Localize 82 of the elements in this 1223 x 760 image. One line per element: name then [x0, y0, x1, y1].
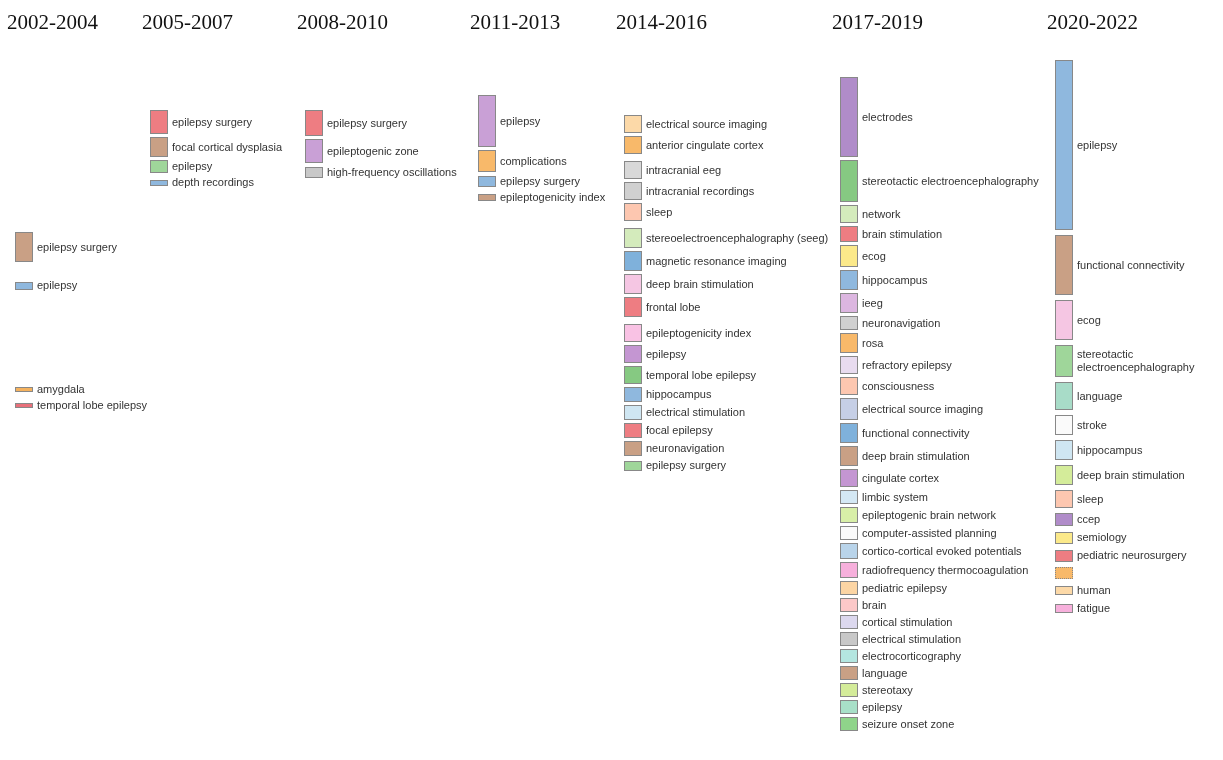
period-heading: 2011-2013	[470, 10, 561, 35]
keyword-label: stereoelectroencephalography (seeg)	[646, 231, 829, 245]
keyword-label: functional connectivity	[1077, 258, 1185, 272]
keyword-label: anterior cingulate cortex	[646, 138, 764, 152]
keyword-label: brain stimulation	[862, 227, 943, 241]
keyword-label: sleep	[646, 205, 673, 219]
keyword-label: cortico-cortical evoked potentials	[862, 544, 1022, 558]
period-heading: 2017-2019	[832, 10, 923, 35]
keyword-label: epilepsy	[1077, 138, 1118, 152]
keyword-label: computer-assisted planning	[862, 526, 997, 540]
keyword-label: language	[1077, 389, 1123, 403]
keyword-label: deep brain stimulation	[1077, 468, 1185, 482]
keyword-label: stereotactic electroencephalography	[1077, 348, 1196, 374]
keyword-label: temporal lobe epilepsy	[646, 368, 757, 382]
keyword-label: radiofrequency thermocoagulation	[862, 563, 1029, 577]
keyword-label: epilepsy	[646, 347, 687, 361]
keyword-label: hippocampus	[646, 388, 712, 401]
keyword-label: neuronavigation	[646, 442, 725, 455]
period-heading: 2008-2010	[297, 10, 388, 35]
keyword-label: temporal lobe epilepsy	[37, 399, 148, 412]
keyword-label: seizure onset zone	[862, 717, 955, 731]
keyword-label: epilepsy surgery	[37, 240, 118, 254]
keyword-label: refractory epilepsy	[862, 358, 952, 372]
keyword-label: rosa	[862, 336, 884, 350]
keyword-label: epilepsy	[172, 160, 213, 173]
keyword-label: brain	[862, 598, 887, 612]
keyword-label: electrical stimulation	[862, 632, 962, 646]
keyword-label: neuronavigation	[862, 316, 941, 330]
keyword-label: fatigue	[1077, 602, 1111, 615]
keyword-label: ieeg	[862, 296, 883, 310]
keyword-label: functional connectivity	[862, 426, 970, 440]
keyword-label: depth recordings	[172, 176, 254, 189]
keyword-label: pediatric neurosurgery	[1077, 549, 1187, 562]
keyword-label: hippocampus	[862, 273, 928, 287]
keyword-label: amygdala	[37, 383, 85, 396]
keyword-label: stereotaxy	[862, 683, 913, 697]
keyword-label: deep brain stimulation	[646, 277, 754, 291]
keyword-label: stroke	[1077, 418, 1107, 432]
keyword-label: limbic system	[862, 490, 928, 504]
keyword-label: semiology	[1077, 531, 1127, 544]
keyword-label: intracranial recordings	[646, 184, 755, 198]
keyword-label: focal epilepsy	[646, 424, 713, 437]
keyword-label: epilepsy	[862, 700, 903, 714]
keyword-label: ccep	[1077, 513, 1101, 526]
keyword-label: intracranial eeg	[646, 163, 722, 177]
keyword-label: epileptogenicity index	[646, 326, 752, 340]
period-heading: 2020-2022	[1047, 10, 1138, 35]
keyword-label: hippocampus	[1077, 443, 1143, 457]
keyword-label: ecog	[862, 249, 886, 263]
keyword-label: focal cortical dysplasia	[172, 140, 283, 154]
keyword-label: sleep	[1077, 492, 1104, 506]
period-heading: 2002-2004	[7, 10, 98, 35]
keyword-label: electrical source imaging	[862, 402, 984, 416]
keyword-label: epileptogenic brain network	[862, 508, 996, 522]
keyword-label: pediatric epilepsy	[862, 581, 947, 595]
keyword-label: high-frequency oscillations	[327, 166, 457, 179]
keyword-label: epilepsy surgery	[500, 175, 581, 188]
keyword-label: stereotactic electroencephalography	[862, 174, 1039, 188]
keyword-label: language	[862, 666, 908, 680]
period-heading: 2014-2016	[616, 10, 707, 35]
keyword-label: deep brain stimulation	[862, 449, 970, 463]
keyword-label: consciousness	[862, 379, 935, 393]
keyword-label: epileptogenicity index	[500, 191, 606, 204]
keyword-label: frontal lobe	[646, 300, 701, 314]
keyword-label: epilepsy	[37, 279, 78, 292]
keyword-label: epilepsy surgery	[646, 459, 727, 472]
keyword-label: magnetic resonance imaging	[646, 254, 787, 268]
keyword-label: electrical source imaging	[646, 117, 768, 131]
keyword-label: electrocorticography	[862, 649, 962, 663]
keyword-label: epilepsy surgery	[172, 115, 253, 129]
keyword-label: epileptogenic zone	[327, 144, 419, 158]
keyword-label: complications	[500, 154, 567, 168]
keyword-label: electrical stimulation	[646, 406, 746, 419]
keyword-label: epilepsy	[500, 114, 541, 128]
keyword-label: human	[1077, 584, 1111, 597]
keyword-label: network	[862, 207, 901, 221]
period-heading: 2005-2007	[142, 10, 233, 35]
keyword-label: epilepsy surgery	[327, 116, 408, 130]
keyword-label: electrodes	[862, 110, 913, 124]
keyword-label: cingulate cortex	[862, 471, 940, 485]
keyword-label: cortical stimulation	[862, 615, 953, 629]
keyword-label: ecog	[1077, 313, 1101, 327]
